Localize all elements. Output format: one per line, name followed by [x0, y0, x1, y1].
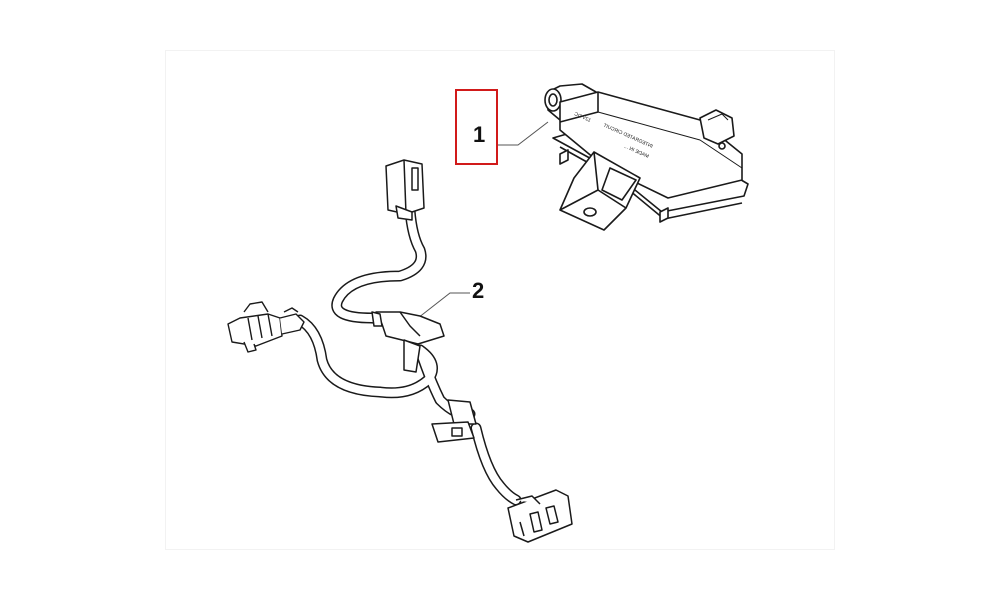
connector-top	[385, 159, 425, 221]
connector-bottom	[507, 489, 573, 543]
callout-number-1: 1	[473, 122, 486, 147]
harness-clip	[371, 311, 445, 373]
leader-line-1	[498, 121, 549, 146]
callout-1-highlight-box	[455, 89, 498, 165]
leader-line-2	[417, 292, 470, 319]
connector-left	[227, 301, 305, 353]
callout-number-2: 2	[472, 278, 485, 303]
wiring-harness	[294, 204, 522, 506]
connector-middle	[431, 399, 477, 443]
control-module	[544, 83, 749, 231]
